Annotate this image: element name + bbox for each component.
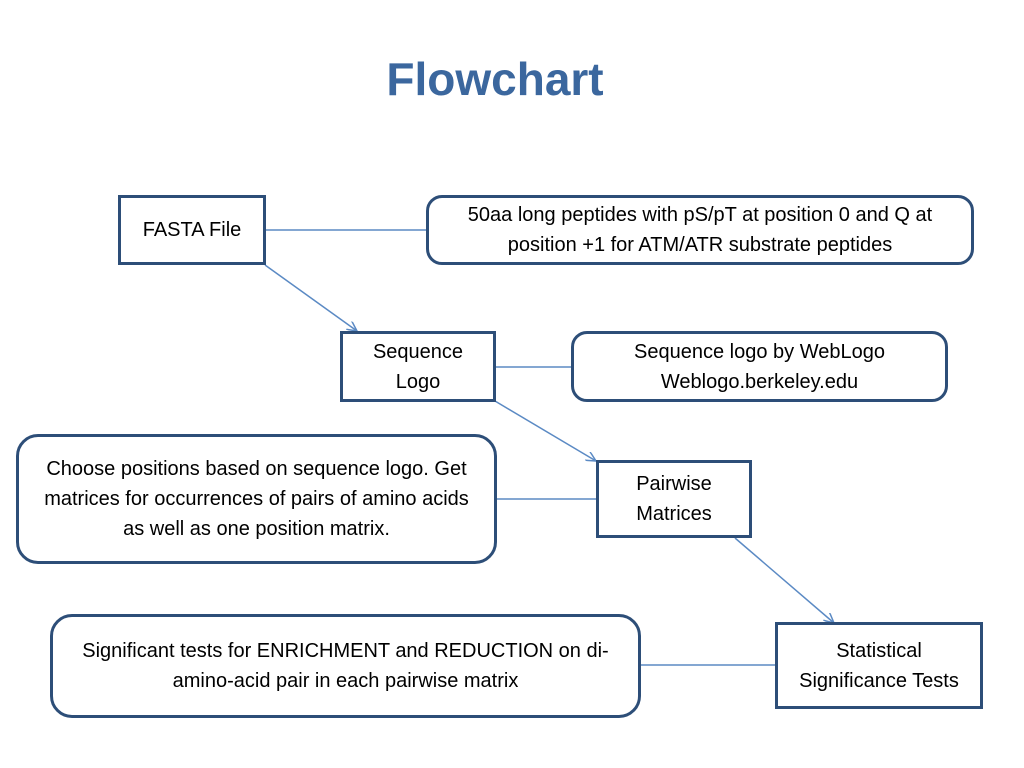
- node-statistical-tests-label: Statistical Significance Tests: [799, 639, 959, 692]
- note-choose-positions: Choose positions based on sequence logo.…: [16, 434, 497, 564]
- note-fasta-description-text: 50aa long peptides with pS/pT at positio…: [467, 204, 933, 256]
- slide-title: Flowchart: [386, 53, 604, 105]
- node-pairwise-matrices-label: Pairwise Matrices: [636, 473, 712, 525]
- note-choose-positions-text: Choose positions based on sequence logo.…: [44, 458, 469, 540]
- node-pairwise-matrices: Pairwise Matrices: [596, 460, 752, 538]
- note-fasta-description: 50aa long peptides with pS/pT at positio…: [426, 195, 974, 265]
- node-statistical-tests: Statistical Significance Tests: [775, 622, 983, 709]
- node-sequence-logo: Sequence Logo: [340, 331, 496, 402]
- note-significant-tests-text: Significant tests for ENRICHMENT and RED…: [82, 640, 609, 692]
- arrow-logo-to-matrices: [494, 400, 596, 461]
- node-fasta-file: FASTA File: [118, 195, 266, 265]
- note-weblogo: Sequence logo by WebLogo Weblogo.berkele…: [571, 331, 948, 402]
- arrow-fasta-to-logo: [264, 264, 357, 331]
- node-sequence-logo-label: Sequence Logo: [372, 340, 464, 393]
- note-weblogo-text: Sequence logo by WebLogo Weblogo.berkele…: [634, 340, 885, 393]
- arrow-matrices-to-tests: [734, 537, 834, 623]
- node-fasta-file-label: FASTA File: [142, 219, 242, 241]
- note-significant-tests: Significant tests for ENRICHMENT and RED…: [50, 614, 641, 718]
